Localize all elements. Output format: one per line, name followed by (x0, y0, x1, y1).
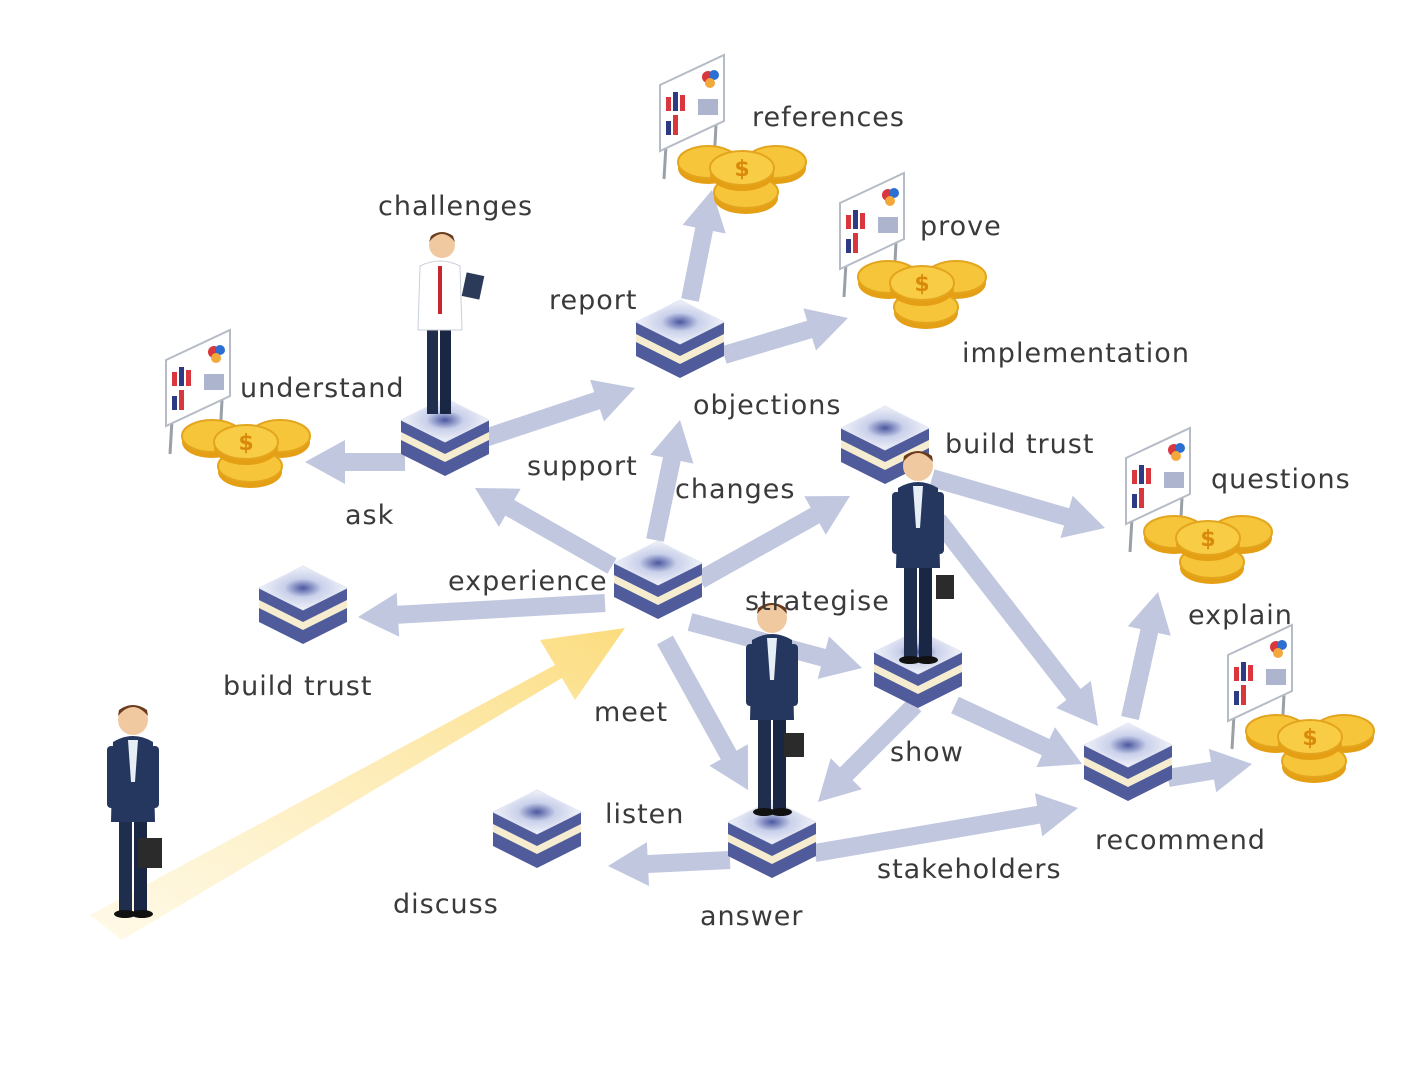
label-build-trust-left: build trust (223, 671, 373, 702)
connector-arrow-8 (305, 440, 405, 484)
board-questions-icon (1124, 426, 1273, 585)
connector-arrow-15 (608, 842, 731, 886)
label-references: references (752, 102, 905, 133)
connector-arrow-18 (1166, 748, 1252, 793)
connector-arrow-17 (1121, 592, 1171, 720)
label-build-trust-top: build trust (945, 429, 1095, 460)
platform-objections (635, 299, 725, 379)
label-support: support (527, 451, 638, 482)
connector-arrow-14 (951, 696, 1082, 768)
label-objections: objections (693, 390, 842, 421)
label-implementation: implementation (962, 338, 1190, 369)
label-report: report (549, 285, 638, 316)
platform-discuss (492, 789, 582, 869)
connector-arrow-6 (657, 635, 748, 790)
connector-arrow-7 (482, 379, 635, 447)
label-changes: changes (675, 474, 796, 505)
connector-arrow-2 (646, 420, 694, 542)
briefcase-walking-icon (784, 733, 804, 757)
connector-arrow-1 (475, 488, 617, 574)
label-stakeholders: stakeholders (877, 854, 1062, 885)
briefcase-start-icon (138, 838, 162, 868)
board-prove-icon (838, 171, 987, 330)
label-strategise: strategise (745, 586, 890, 617)
board-references-icon (658, 53, 807, 215)
label-prove: prove (920, 211, 1002, 242)
connector-arrow-10 (721, 308, 848, 364)
connector-arrow-9 (681, 190, 726, 302)
board-explain-icon (1226, 623, 1375, 784)
label-explain: explain (1188, 600, 1293, 631)
connector-arrow-11 (929, 469, 1105, 538)
label-questions: questions (1211, 464, 1351, 495)
label-challenges: challenges (378, 191, 534, 222)
label-meet: meet (594, 697, 669, 728)
board-understand-icon (164, 328, 311, 489)
label-show: show (890, 737, 964, 768)
connector-arrow-12 (930, 514, 1098, 726)
label-experience: experience (448, 566, 608, 597)
label-discuss: discuss (393, 889, 499, 920)
connector-arrow-13 (818, 698, 922, 802)
platform-recommend (1083, 722, 1173, 802)
label-listen: listen (605, 799, 685, 830)
platform-show (873, 629, 963, 709)
label-recommend: recommend (1095, 825, 1266, 856)
platform-experience (613, 540, 703, 620)
label-ask: ask (345, 500, 395, 531)
briefcase-phone-icon (936, 575, 954, 599)
platform-build-trust-left (258, 565, 348, 645)
start-arrow (90, 628, 625, 940)
businessman-challenges-icon (417, 232, 485, 414)
connector-arrow-16 (813, 793, 1078, 862)
connector-arrow-3 (695, 496, 850, 588)
connector-arrow-4 (358, 592, 606, 637)
label-understand: understand (240, 373, 405, 404)
label-answer: answer (700, 901, 804, 932)
